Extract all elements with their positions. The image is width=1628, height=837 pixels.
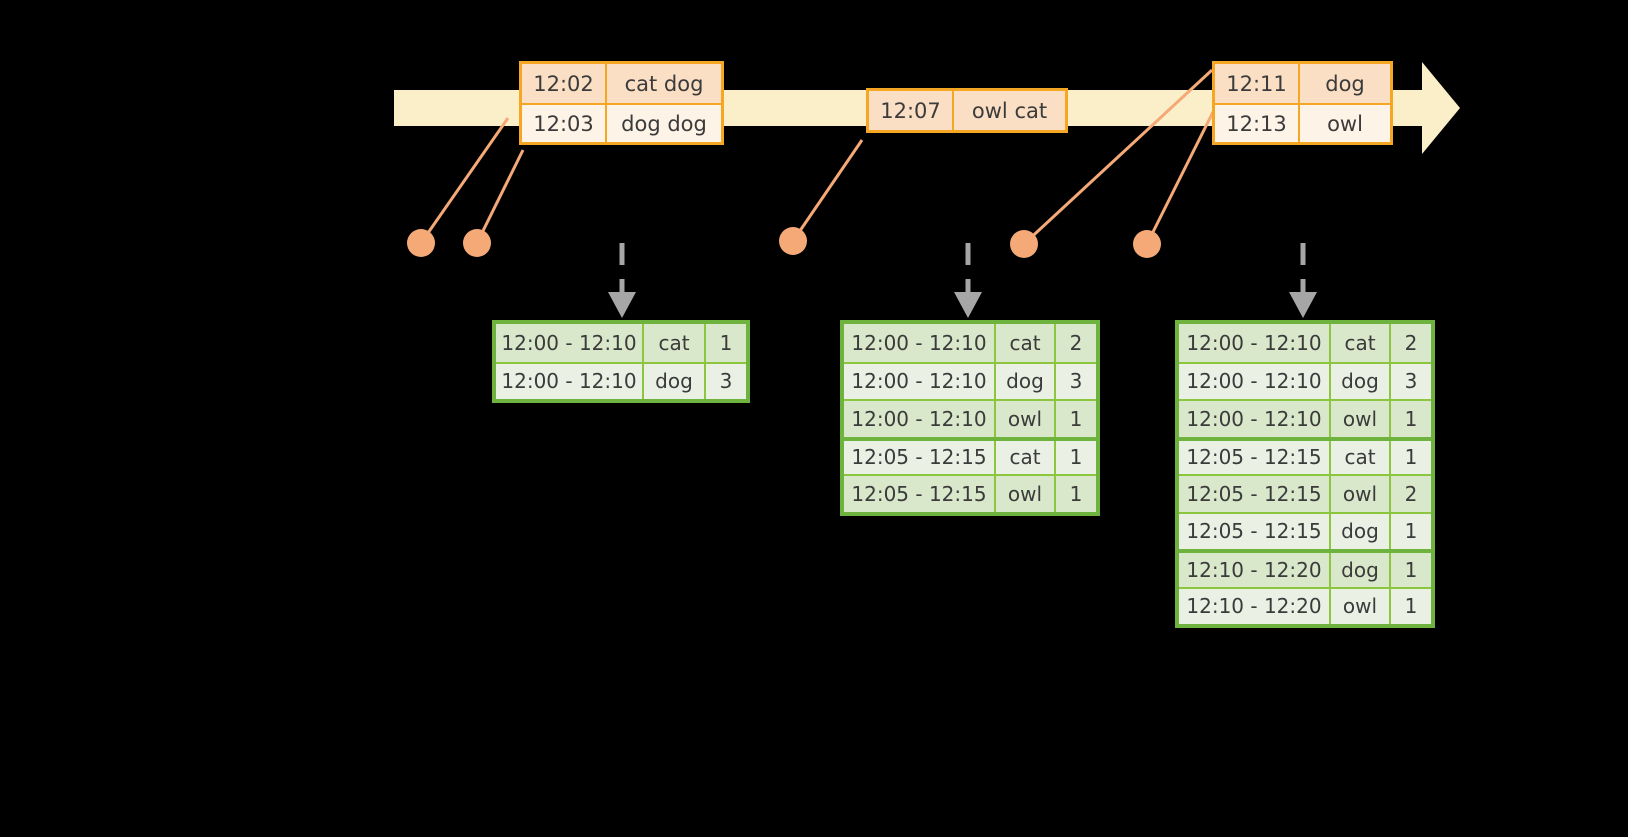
cell-window: 12:00 - 12:10 [1179, 401, 1331, 437]
event-group-3[interactable]: 12:11 dog 12:13 owl [1212, 61, 1393, 145]
dashed-arrow-head-1 [608, 292, 636, 318]
cell-word: cat [644, 324, 706, 362]
cell-window: 12:05 - 12:15 [1179, 440, 1331, 474]
cell-word: owl [996, 476, 1056, 512]
cell-window: 12:00 - 12:10 [844, 363, 996, 399]
cell-window: 12:00 - 12:10 [496, 324, 644, 362]
event-time: 12:07 [869, 91, 954, 130]
dashed-arrow-head-3 [1289, 292, 1317, 318]
event-group-2[interactable]: 12:07 owl cat [866, 88, 1068, 133]
cell-word: dog [996, 363, 1056, 399]
cell-count: 1 [1404, 519, 1418, 544]
timeline-dot-4 [1010, 230, 1038, 258]
event-row[interactable]: 12:07 owl cat [869, 91, 1065, 130]
cell-word: cat [996, 440, 1056, 474]
cell-word: owl [996, 401, 1056, 437]
connector-line-2 [475, 149, 525, 244]
result-table-1[interactable]: 12:00 - 12:10 cat 1 12:00 - 12:10 dog 3 [492, 320, 750, 403]
cell-window: 12:10 - 12:20 [1179, 588, 1331, 624]
cell-count: 1 [1069, 445, 1083, 470]
cell-window: 12:00 - 12:10 [1179, 324, 1331, 362]
table-row[interactable]: 12:00 - 12:10 cat 1 [496, 324, 746, 362]
cell-word: dog [644, 363, 706, 399]
event-row[interactable]: 12:02 cat dog [522, 64, 721, 103]
event-row[interactable]: 12:13 owl [1215, 103, 1390, 142]
table-row[interactable]: 12:10 - 12:20 dog 1 [1179, 549, 1431, 587]
table-row[interactable]: 12:00 - 12:10 cat 2 [1179, 324, 1431, 362]
cell-word: owl [1331, 401, 1391, 437]
timeline-dot-3 [779, 227, 807, 255]
cell-word: dog [1331, 513, 1391, 549]
cell-word: dog [1331, 363, 1391, 399]
cell-window: 12:05 - 12:15 [844, 476, 996, 512]
cell-count: 3 [719, 369, 733, 394]
cell-count: 1 [719, 330, 733, 355]
cell-word: owl [1331, 588, 1391, 624]
table-row[interactable]: 12:00 - 12:10 cat 2 [844, 324, 1096, 362]
dashed-arrow-head-2 [954, 292, 982, 318]
cell-window: 12:00 - 12:10 [844, 401, 996, 437]
cell-count: 1 [1404, 594, 1418, 619]
cell-count: 2 [1404, 330, 1418, 355]
connector-line-5 [1145, 111, 1215, 245]
timeline-dot-5 [1133, 230, 1161, 258]
table-row[interactable]: 12:05 - 12:15 owl 2 [1179, 474, 1431, 512]
cell-count: 3 [1069, 369, 1083, 394]
event-row[interactable]: 12:11 dog [1215, 64, 1390, 103]
cell-window: 12:00 - 12:10 [496, 363, 644, 399]
result-table-3[interactable]: 12:00 - 12:10 cat 2 12:00 - 12:10 dog 3 … [1175, 320, 1435, 628]
cell-count: 2 [1404, 481, 1418, 506]
cell-word: owl [1331, 476, 1391, 512]
cell-word: dog [1331, 553, 1391, 587]
table-row[interactable]: 12:00 - 12:10 owl 1 [844, 399, 1096, 437]
event-words: owl [1327, 111, 1363, 136]
cell-count: 1 [1404, 445, 1418, 470]
cell-word: cat [1331, 440, 1391, 474]
table-row[interactable]: 12:00 - 12:10 dog 3 [844, 361, 1096, 399]
cell-count: 1 [1069, 406, 1083, 431]
cell-count: 1 [1404, 557, 1418, 582]
result-table-2[interactable]: 12:00 - 12:10 cat 2 12:00 - 12:10 dog 3 … [840, 320, 1100, 516]
table-row[interactable]: 12:10 - 12:20 owl 1 [1179, 586, 1431, 624]
cell-window: 12:05 - 12:15 [1179, 476, 1331, 512]
event-group-1[interactable]: 12:02 cat dog 12:03 dog dog [519, 61, 724, 145]
cell-window: 12:10 - 12:20 [1179, 553, 1331, 587]
cell-window: 12:05 - 12:15 [1179, 513, 1331, 549]
cell-word: cat [1331, 324, 1391, 362]
connector-line-1 [419, 117, 510, 244]
cell-window: 12:00 - 12:10 [1179, 363, 1331, 399]
cell-count: 3 [1404, 369, 1418, 394]
event-words: dog dog [621, 111, 707, 136]
connector-line-3 [791, 139, 864, 242]
event-words: dog [1325, 71, 1365, 96]
dashed-arrows [619, 243, 1306, 300]
table-row[interactable]: 12:05 - 12:15 cat 1 [844, 436, 1096, 474]
event-words: cat dog [624, 71, 704, 96]
event-words: owl cat [971, 98, 1048, 123]
cell-count: 2 [1069, 330, 1083, 355]
table-row[interactable]: 12:05 - 12:15 owl 1 [844, 474, 1096, 512]
event-time: 12:11 [1215, 64, 1300, 103]
event-time: 12:02 [522, 64, 607, 103]
event-time: 12:13 [1215, 105, 1300, 142]
event-row[interactable]: 12:03 dog dog [522, 103, 721, 142]
dashed-arrow-heads [608, 292, 1317, 318]
timeline-dot-1 [407, 229, 435, 257]
table-row[interactable]: 12:05 - 12:15 dog 1 [1179, 511, 1431, 549]
cell-word: cat [996, 324, 1056, 362]
timeline-dot-2 [463, 229, 491, 257]
cell-count: 1 [1404, 406, 1418, 431]
cell-count: 1 [1069, 481, 1083, 506]
cell-window: 12:05 - 12:15 [844, 440, 996, 474]
table-row[interactable]: 12:00 - 12:10 owl 1 [1179, 399, 1431, 437]
table-row[interactable]: 12:05 - 12:15 cat 1 [1179, 436, 1431, 474]
cell-window: 12:00 - 12:10 [844, 324, 996, 362]
event-time: 12:03 [522, 105, 607, 142]
table-row[interactable]: 12:00 - 12:10 dog 3 [496, 361, 746, 399]
table-row[interactable]: 12:00 - 12:10 dog 3 [1179, 361, 1431, 399]
